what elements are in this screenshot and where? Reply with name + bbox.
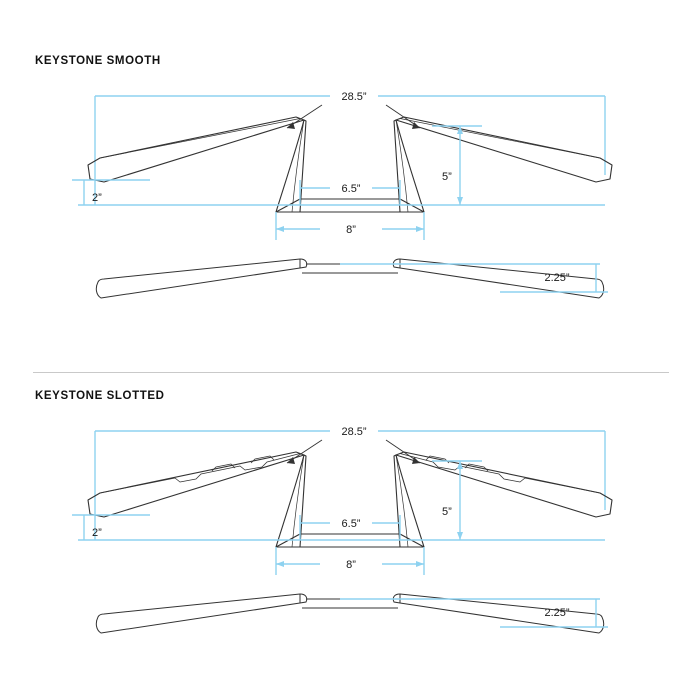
dimension-label-center-inner-width: 6.5” xyxy=(342,518,361,530)
dimension-label-rise-height: 5” xyxy=(442,171,452,183)
dimension-label-center-inner-width: 6.5” xyxy=(342,183,361,195)
slotted-dimension-8in: 8” xyxy=(275,547,425,575)
slotted-dimension-2point25in: 2.25” xyxy=(340,598,608,628)
dimension-label-rise-height: 5” xyxy=(442,506,452,518)
smooth-dimension-2in: 2” xyxy=(72,179,605,206)
page-title-keystone-smooth: KEYSTONE SMOOTH xyxy=(35,55,161,67)
smooth-dimension-5in: 5” xyxy=(432,125,482,205)
dimension-label-pullback-depth: 2.25” xyxy=(544,607,569,619)
page-title-keystone-slotted: KEYSTONE SLOTTED xyxy=(35,390,165,402)
smooth-dimension-2point25in: 2.25” xyxy=(340,263,608,293)
smooth-dimension-8in: 8” xyxy=(275,212,425,240)
slotted-front-right-arm xyxy=(393,451,613,548)
smooth-front-crossbar xyxy=(275,198,425,213)
slotted-front-crossbar xyxy=(275,533,425,548)
smooth-top-view xyxy=(95,258,605,299)
slotted-front-left-arm xyxy=(87,451,307,548)
smooth-dimension-6point5in: 6.5” xyxy=(299,180,401,205)
smooth-front-left-arm xyxy=(87,116,307,213)
dimension-label-left-drop: 2” xyxy=(92,527,102,539)
dimension-label-pullback-depth: 2.25” xyxy=(544,272,569,284)
slotted-dimension-6point5in: 6.5” xyxy=(299,515,401,540)
slotted-front-dimension-lines: 28.5” xyxy=(94,426,606,540)
dimension-label-center-outer-width: 8” xyxy=(346,559,356,571)
dimension-label-overall-width: 28.5” xyxy=(341,426,366,438)
slotted-dimension-5in: 5” xyxy=(432,460,482,540)
slotted-top-view xyxy=(95,593,605,634)
section-divider xyxy=(33,372,669,373)
slotted-dimension-2in: 2” xyxy=(72,514,605,541)
smooth-front-right-arm xyxy=(393,116,613,213)
smooth-front-dimension-lines: 28.5” xyxy=(94,91,606,205)
dimension-label-left-drop: 2” xyxy=(92,192,102,204)
dimension-label-overall-width: 28.5” xyxy=(341,91,366,103)
dimension-label-center-outer-width: 8” xyxy=(346,224,356,236)
